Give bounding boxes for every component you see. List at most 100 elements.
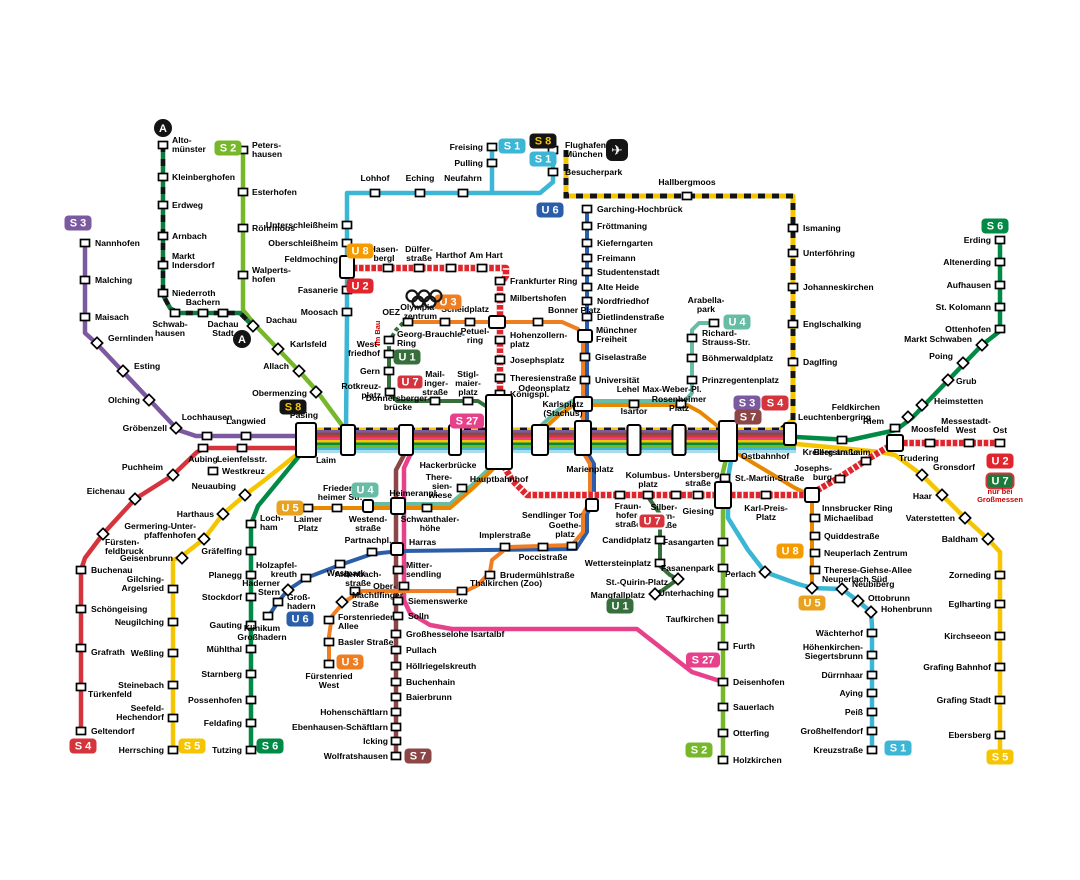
- station-marker-interchange: [886, 434, 904, 452]
- station-marker: [383, 335, 395, 345]
- station-label: There-sien-wiese: [426, 472, 452, 500]
- station-marker: [579, 375, 591, 385]
- station: Arnbach: [157, 231, 207, 241]
- line-badge-s8: S 8: [279, 399, 307, 415]
- station-marker: [383, 366, 395, 376]
- station-marker-diamond: [981, 532, 995, 546]
- station: Ebersberg: [948, 730, 1006, 740]
- line-badge-s5: S 5: [178, 738, 206, 754]
- station-marker-diamond: [975, 338, 989, 352]
- line-badge-bg: [498, 138, 526, 154]
- station-label: Taufkirchen: [666, 614, 714, 624]
- station: Josephs-burg: [794, 463, 846, 484]
- station-label: Königspl.: [510, 389, 549, 399]
- station: Hallbergmoos: [658, 177, 716, 201]
- line-badge-s7: S 7: [734, 409, 762, 425]
- station-label: Kleinberghofen: [172, 172, 235, 182]
- station-label: Maisach: [95, 312, 129, 322]
- station: Quiddestraße: [809, 531, 880, 541]
- station-label: Gräfelfing: [201, 546, 242, 556]
- station-marker: [494, 373, 506, 383]
- line-badge-label: U 1: [398, 352, 415, 364]
- station-label: Dürrnhaar: [821, 670, 863, 680]
- stations: Alto-münsterKleinberghofenErdwegArnbachM…: [75, 135, 1007, 765]
- station-label: Sendlinger Tor: [522, 510, 583, 520]
- station-label: Josephsplatz: [510, 355, 564, 365]
- station: Eichenau: [87, 486, 142, 506]
- line-badge-bg: [986, 749, 1014, 765]
- station: Mitter-sendling: [392, 560, 441, 579]
- station-label: Riem: [863, 416, 884, 426]
- line-badge-label: S 1: [890, 743, 907, 755]
- station-marker: [675, 399, 687, 409]
- station-marker: [532, 317, 544, 327]
- station-marker: [421, 503, 433, 513]
- station: Höllriegelskreuth: [390, 661, 476, 671]
- station-label: Arnbach: [172, 231, 207, 241]
- station-marker: [836, 435, 848, 445]
- station-label: Loch-ham: [260, 513, 284, 532]
- station: Grafrath: [75, 643, 125, 657]
- route-line-u3-north: [408, 320, 585, 424]
- station-marker: [654, 535, 666, 545]
- line-badge-bg: [395, 373, 425, 391]
- station-marker-diamond: [142, 393, 156, 407]
- line-badge-u1: U 1: [606, 598, 634, 614]
- station-marker-interchange: [339, 255, 355, 279]
- station: Haar: [913, 488, 949, 502]
- station-marker: [79, 312, 91, 322]
- a-circle-label: A: [238, 334, 246, 346]
- station-label: Aubing: [188, 454, 218, 464]
- station: Daglfing: [787, 357, 837, 367]
- line-badge-label: S 6: [262, 741, 279, 753]
- station: Arabella-park: [688, 295, 725, 328]
- station: Therese-Giehse-Allee: [809, 565, 912, 575]
- station-label: Starnberg: [201, 669, 242, 679]
- station: Berg am Laim: [814, 435, 871, 457]
- station: Partnachpl.: [345, 535, 391, 557]
- station-label: Hackerbrücke: [420, 460, 477, 470]
- station: Petuel-ring: [461, 317, 489, 345]
- station: Stigl-maier-platz: [455, 369, 481, 406]
- station: Fürsten-feldbruck: [96, 527, 144, 556]
- station-label: Türkenfeld: [88, 689, 132, 699]
- station-label: Scheidplatz: [441, 304, 489, 314]
- station: Kleinberghofen: [157, 172, 235, 182]
- station: Kolumbus-platz: [626, 470, 671, 500]
- station-marker: [390, 661, 402, 671]
- station-marker: [456, 586, 468, 596]
- station: Wächterhof: [816, 628, 878, 638]
- station-label: Ottobrunn: [868, 593, 910, 603]
- line-badge-label: U 7: [401, 377, 418, 389]
- line-badge-bg: [981, 218, 1009, 234]
- station-label: Daglfing: [803, 357, 837, 367]
- station-marker: [484, 570, 496, 580]
- station-label: Holzapfel-kreuth: [256, 560, 297, 579]
- station: Aufhausen: [947, 280, 1006, 290]
- station-marker: [75, 726, 87, 736]
- station: Neuperlach Süd: [805, 574, 887, 595]
- station-marker-interchange: [488, 315, 506, 329]
- station: Kirchseeon: [944, 631, 1006, 641]
- station-label: Besucherpark: [565, 167, 623, 177]
- line-badge-label: U 1: [611, 601, 628, 613]
- station-marker-interchange: [804, 487, 820, 503]
- station: Obermenzing: [252, 385, 323, 399]
- station-label: Georg-Brauchle-Ring: [397, 329, 465, 348]
- line-badge-label: U 8: [351, 246, 368, 258]
- station: Pulling: [454, 158, 498, 168]
- station-label: Laim: [316, 455, 336, 465]
- station-label: Westend-straße: [349, 514, 388, 533]
- station-marker: [581, 296, 593, 306]
- station-marker: [302, 503, 314, 513]
- station: Bachern: [186, 297, 220, 318]
- station-label: Richard-Strauss-Str.: [702, 328, 750, 347]
- station: Giselastraße: [579, 352, 647, 362]
- station-marker-diamond: [915, 468, 929, 482]
- station-label: Frankfurter Ring: [510, 276, 577, 286]
- line-badge-u5: U 5: [798, 595, 826, 611]
